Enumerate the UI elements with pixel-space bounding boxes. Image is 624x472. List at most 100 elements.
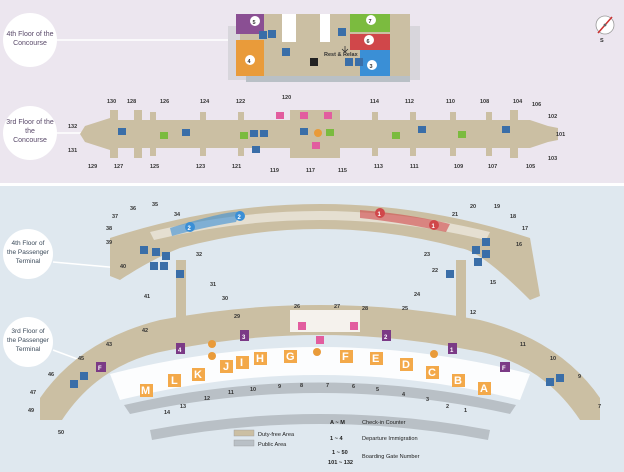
svg-text:49: 49 <box>28 408 34 414</box>
checkin-L: L <box>171 375 178 387</box>
svg-text:29: 29 <box>234 314 240 320</box>
svg-text:15: 15 <box>490 280 496 286</box>
svg-text:113: 113 <box>374 164 383 170</box>
svg-text:125: 125 <box>150 164 159 170</box>
svg-text:102: 102 <box>548 114 557 120</box>
svg-text:38: 38 <box>106 226 112 232</box>
immigration-2: 2 <box>384 335 388 341</box>
svg-text:Departure Immigration: Departure Immigration <box>362 436 418 442</box>
svg-text:124: 124 <box>200 99 210 105</box>
floor-label-concourse-4f: 4th Floor of the Concourse <box>3 13 228 67</box>
svg-text:105: 105 <box>526 164 535 170</box>
svg-text:S: S <box>600 38 604 44</box>
svg-text:Concourse: Concourse <box>13 40 47 47</box>
zone-4: 4 <box>248 59 252 65</box>
svg-text:110: 110 <box>446 99 455 105</box>
svg-text:26: 26 <box>294 304 300 310</box>
checkin-counters: M L K J I H G F E D C B A <box>140 350 491 397</box>
checkin-K: K <box>194 369 202 381</box>
svg-text:Terminal: Terminal <box>16 346 41 353</box>
svg-text:21: 21 <box>452 212 458 218</box>
compass-icon: S <box>595 15 615 44</box>
svg-text:30: 30 <box>222 296 228 302</box>
legend-public-swatch <box>233 439 255 447</box>
svg-text:123: 123 <box>196 164 205 170</box>
svg-text:41: 41 <box>144 294 150 300</box>
svg-text:42: 42 <box>142 328 148 334</box>
gate-labels-concourse: 130 128 126 124 122 120 114 112 110 108 … <box>68 95 565 174</box>
floor-label-terminal-4f: 4th Floor of the Passenger Terminal <box>3 229 121 279</box>
floor-label-concourse-3f: 3rd Floor of the the Concourse <box>3 106 88 160</box>
svg-text:128: 128 <box>127 99 136 105</box>
svg-text:119: 119 <box>270 168 279 174</box>
svg-text:F: F <box>98 366 102 372</box>
zone-7: 7 <box>369 19 372 25</box>
checkin-B: B <box>454 375 462 387</box>
terminal-3f-building <box>40 305 600 440</box>
svg-text:11: 11 <box>228 390 234 396</box>
svg-text:126: 126 <box>160 99 169 105</box>
svg-text:24: 24 <box>414 292 421 298</box>
immigration-4: 4 <box>178 348 182 354</box>
svg-text:20: 20 <box>470 204 476 210</box>
svg-text:45: 45 <box>78 356 84 362</box>
checkin-D: D <box>402 359 410 371</box>
svg-text:3rd Floor of: 3rd Floor of <box>11 328 44 335</box>
svg-text:1 ~ 4: 1 ~ 4 <box>330 436 343 442</box>
svg-text:130: 130 <box>107 99 116 105</box>
checkin-E: E <box>372 353 379 365</box>
svg-text:127: 127 <box>114 164 123 170</box>
svg-text:101 ~ 132: 101 ~ 132 <box>328 460 353 466</box>
svg-text:11: 11 <box>520 342 526 348</box>
svg-text:47: 47 <box>30 390 36 396</box>
svg-text:1 ~ 50: 1 ~ 50 <box>332 450 348 456</box>
svg-text:112: 112 <box>405 99 414 105</box>
svg-text:27: 27 <box>334 304 340 310</box>
svg-text:37: 37 <box>112 214 118 220</box>
svg-text:2: 2 <box>446 404 449 410</box>
checkin-J: J <box>223 361 229 373</box>
svg-text:114: 114 <box>370 99 380 105</box>
svg-text:23: 23 <box>424 252 430 258</box>
svg-text:10: 10 <box>250 387 256 393</box>
svg-text:4th Floor of the: 4th Floor of the <box>6 31 53 38</box>
legend-dutyfree-swatch <box>233 429 255 437</box>
svg-text:22: 22 <box>432 268 438 274</box>
svg-text:6: 6 <box>352 384 355 390</box>
svg-text:121: 121 <box>232 164 241 170</box>
svg-text:8: 8 <box>300 383 303 389</box>
svg-text:107: 107 <box>488 164 497 170</box>
svg-text:7: 7 <box>598 404 601 410</box>
floor-label-terminal-3f: 3rd Floor of the Passenger Terminal <box>3 317 81 367</box>
svg-text:106: 106 <box>532 102 541 108</box>
svg-text:40: 40 <box>120 264 126 270</box>
svg-text:13: 13 <box>180 404 186 410</box>
svg-text:Terminal: Terminal <box>16 258 41 265</box>
svg-text:12: 12 <box>204 396 210 402</box>
svg-text:17: 17 <box>522 226 528 232</box>
svg-text:9: 9 <box>278 384 281 390</box>
svg-text:117: 117 <box>306 168 315 174</box>
checkin-F: F <box>342 351 349 363</box>
rest-relax-label: Rest & Relax <box>324 52 359 58</box>
concourse-4f-zone-labels: 5 7 4 6 3 <box>245 15 377 70</box>
svg-text:108: 108 <box>480 99 489 105</box>
svg-text:4th Floor of: 4th Floor of <box>12 240 45 247</box>
svg-text:7: 7 <box>326 383 329 389</box>
svg-text:Check-in Counter: Check-in Counter <box>362 420 406 426</box>
svg-text:Public Area: Public Area <box>258 442 287 448</box>
svg-text:A ~ M: A ~ M <box>330 420 345 426</box>
svg-text:39: 39 <box>106 240 112 246</box>
svg-text:the Passenger: the Passenger <box>7 249 50 256</box>
immigration-gates: 4 3 2 1 F F <box>96 330 510 372</box>
svg-text:46: 46 <box>48 372 54 378</box>
checkin-H: H <box>256 353 264 365</box>
immigration-1: 1 <box>450 348 454 354</box>
svg-text:129: 129 <box>88 164 97 170</box>
map-legend: Duty-free Area Public Area A ~ M Check-i… <box>233 420 420 466</box>
svg-text:3: 3 <box>426 397 429 403</box>
concourse-4f-icons <box>259 28 363 66</box>
svg-text:50: 50 <box>58 430 64 436</box>
svg-text:5: 5 <box>376 387 379 393</box>
